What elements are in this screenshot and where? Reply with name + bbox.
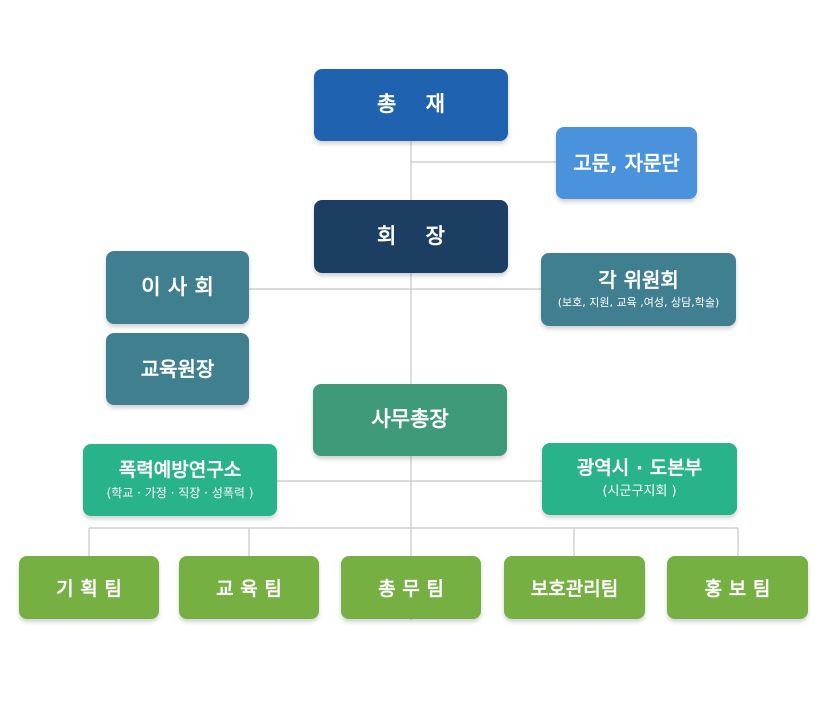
education-director-node: 교육원장 [106, 333, 249, 405]
chairman-label: 회 장 [377, 223, 445, 248]
team-label: 보호관리팀 [530, 578, 619, 600]
president-label: 총 재 [377, 92, 445, 117]
team-label: 기 획 팀 [56, 578, 122, 600]
board-label: 이 사 회 [141, 274, 214, 299]
regional-detail: (시군구지회 ) [602, 483, 677, 499]
team-general-affairs-node: 총 무 팀 [341, 556, 481, 619]
team-label: 교 육 팀 [216, 578, 282, 600]
education-director-label: 교육원장 [140, 357, 215, 381]
institute-node: 폭력예방연구소 (학교 · 가정 · 직장 · 성폭력 ) [83, 444, 277, 516]
team-planning-node: 기 획 팀 [19, 556, 159, 619]
regional-label: 광역시 · 도본부 [576, 457, 703, 480]
secretary-general-label: 사무총장 [371, 407, 449, 432]
committees-label: 각 위원회 [598, 268, 679, 293]
team-education-node: 교 육 팀 [179, 556, 319, 619]
advisory-node: 고문, 자문단 [556, 127, 697, 199]
team-publicity-node: 홍 보 팀 [667, 556, 808, 619]
committees-detail: (보호, 지원, 교육 ,여성, 상담,학술) [557, 296, 720, 310]
board-node: 이 사 회 [106, 251, 249, 324]
team-label: 총 무 팀 [378, 578, 444, 600]
advisory-label: 고문, 자문단 [573, 151, 680, 175]
chairman-node: 회 장 [314, 200, 508, 273]
institute-label: 폭력예방연구소 [118, 458, 242, 481]
committees-node: 각 위원회 (보호, 지원, 교육 ,여성, 상담,학술) [541, 253, 736, 326]
president-node: 총 재 [314, 69, 508, 141]
team-label: 홍 보 팀 [704, 578, 771, 600]
institute-detail: (학교 · 가정 · 직장 · 성폭력 ) [106, 485, 254, 500]
secretary-general-node: 사무총장 [313, 384, 507, 456]
team-protection-node: 보호관리팀 [504, 556, 645, 619]
regional-node: 광역시 · 도본부 (시군구지회 ) [542, 443, 737, 515]
